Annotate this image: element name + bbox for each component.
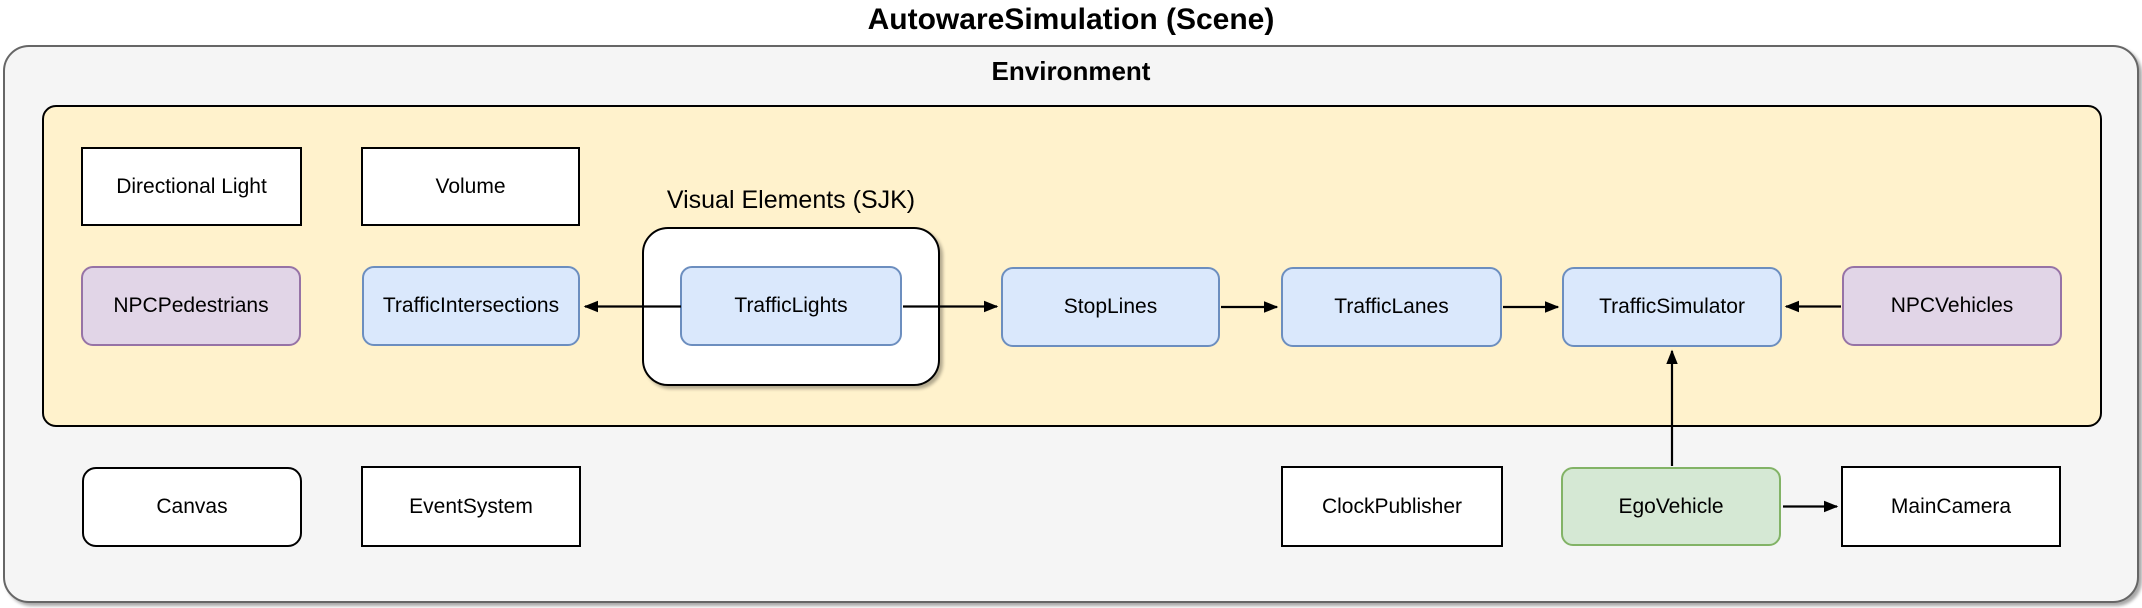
node-event-system: EventSystem: [361, 466, 581, 547]
node-npc-pedestrians: NPCPedestrians: [81, 266, 301, 346]
node-main-camera: MainCamera: [1841, 466, 2061, 547]
environment-label: Environment: [991, 56, 1151, 86]
node-ego-vehicle: EgoVehicle: [1561, 467, 1781, 546]
traffic-group-container: [42, 105, 2102, 427]
node-stop-lines: StopLines: [1001, 267, 1220, 347]
node-volume: Volume: [361, 147, 580, 226]
node-traffic-simulator: TrafficSimulator: [1562, 267, 1782, 347]
node-npc-vehicles: NPCVehicles: [1842, 266, 2062, 346]
node-canvas: Canvas: [82, 467, 302, 547]
page-title: AutowareSimulation (Scene): [867, 3, 1275, 36]
node-traffic-lights: TrafficLights: [680, 266, 902, 346]
node-clock-publisher: ClockPublisher: [1281, 466, 1503, 547]
node-traffic-lanes: TrafficLanes: [1281, 267, 1502, 347]
visual-elements-label: Visual Elements (SJK): [666, 186, 916, 214]
node-traffic-intersections: TrafficIntersections: [362, 266, 580, 346]
node-directional-light: Directional Light: [81, 147, 302, 226]
